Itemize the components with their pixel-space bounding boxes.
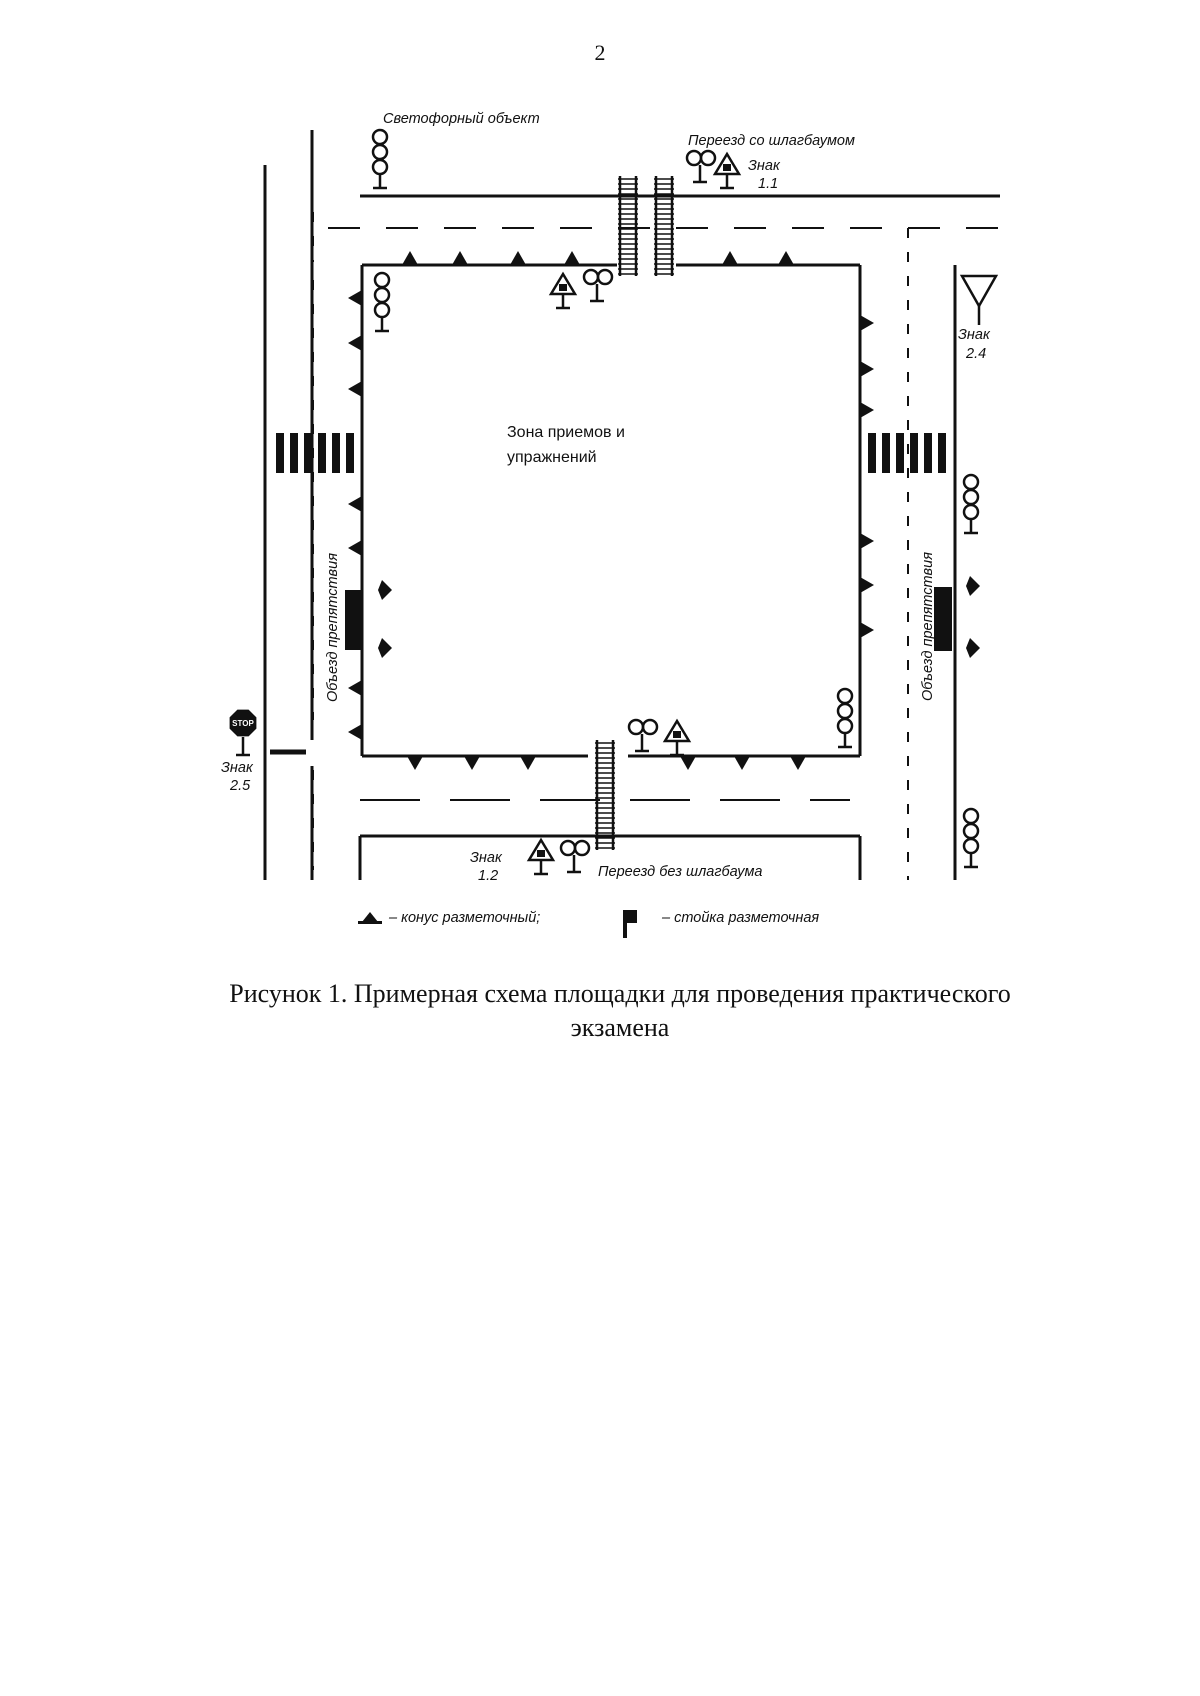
marking-cone: [348, 335, 362, 351]
figure-caption: Рисунок 1. Примерная схема площадки для …: [140, 977, 1100, 1045]
marking-cone: [348, 680, 362, 696]
marking-cone: [452, 251, 468, 265]
label-sign-2-4-num: 2.4: [965, 346, 986, 362]
barrier-sign-bottom: [559, 839, 591, 874]
label-sign-2-5-word: Знак: [221, 760, 254, 776]
label-sign-1-1-num: 1.1: [758, 176, 778, 192]
barrier-sign-zone-bottom: [627, 718, 659, 753]
marking-cone: [348, 724, 362, 740]
caption-line-1: Рисунок 1. Примерная схема площадки для …: [229, 979, 1011, 1008]
zebra-stripe: [332, 433, 340, 473]
marking-flag: [966, 576, 980, 596]
legend-post-label: – стойка разметочная: [661, 910, 819, 926]
label-sign-1-2-word: Знак: [470, 850, 503, 866]
marking-cone: [407, 756, 423, 770]
sign-1-2-bottom: [526, 837, 556, 876]
zebra-stripe: [910, 433, 918, 473]
zebra-stripe: [290, 433, 298, 473]
legend: – конус разметочный; – стойка разметочна…: [358, 910, 819, 938]
traffic-light-zone-right: [836, 687, 854, 749]
marking-posts: [345, 576, 980, 658]
label-crossing-with-barrier: Переезд со шлагбаумом: [688, 133, 855, 149]
marking-post: [934, 587, 952, 651]
railway-track-top-2: [654, 176, 674, 276]
marking-flag: [378, 638, 392, 658]
zebra-stripe: [304, 433, 312, 473]
marking-cone: [860, 315, 874, 331]
label-traffic-light-object: Светофорный объект: [383, 111, 540, 127]
marking-cone: [348, 540, 362, 556]
legend-cone-label: – конус разметочный;: [388, 910, 540, 926]
sign-1-1-top: [712, 151, 742, 190]
zebra-stripe: [868, 433, 876, 473]
label-zone-line2: упражнений: [507, 449, 597, 466]
zebra-stripe: [882, 433, 890, 473]
marking-cone: [722, 251, 738, 265]
road-lines: [263, 130, 1000, 880]
zebra-stripe: [938, 433, 946, 473]
marking-cone: [510, 251, 526, 265]
sign-1-2-zone: [662, 718, 692, 757]
sign-1-1-zone: [548, 271, 578, 310]
marking-cone: [860, 577, 874, 593]
label-crossing-without-barrier: Переезд без шлагбаума: [598, 864, 762, 880]
marking-flag: [378, 580, 392, 600]
road-signs: STOP: [229, 149, 999, 876]
label-obstacle-right: Объезд препятствия: [920, 552, 936, 701]
zebra-stripe: [318, 433, 326, 473]
marking-cone: [860, 622, 874, 638]
legend-cone-icon: [362, 912, 378, 922]
marking-cone: [790, 756, 806, 770]
marking-cone: [778, 251, 794, 265]
label-obstacle-left: Объезд препятствия: [325, 553, 341, 702]
traffic-light-zone-left: [373, 271, 391, 333]
page-number: 2: [594, 40, 606, 65]
sign-2-4-yield: [959, 274, 999, 325]
label-sign-2-5-num: 2.5: [229, 778, 251, 794]
marking-cone: [860, 361, 874, 377]
marking-cone: [348, 290, 362, 306]
marking-cone: [860, 533, 874, 549]
marking-cone: [348, 496, 362, 512]
legend-cone-base: [358, 921, 382, 924]
marking-cone: [464, 756, 480, 770]
zebra-stripe: [276, 433, 284, 473]
marking-flag: [966, 638, 980, 658]
label-sign-1-2-num: 1.2: [478, 868, 498, 884]
label-sign-1-1-word: Знак: [748, 158, 781, 174]
caption-line-2: экзамена: [570, 1013, 670, 1042]
marking-cone: [348, 381, 362, 397]
railway-track-bottom: [595, 740, 615, 850]
pedestrian-crossings: [276, 433, 946, 473]
traffic-light-right-upper: [962, 473, 980, 535]
label-zone-line1: Зона приемов и: [507, 424, 625, 441]
zebra-stripe: [346, 433, 354, 473]
traffic-light-top-left: [371, 128, 389, 190]
label-sign-2-4-word: Знак: [958, 327, 991, 343]
zebra-stripe: [924, 433, 932, 473]
barrier-sign-zone: [582, 268, 614, 303]
marking-cone: [520, 756, 536, 770]
marking-cones: [348, 251, 874, 770]
lane-dashes: [312, 212, 1000, 880]
marking-cone: [734, 756, 750, 770]
traffic-light-right-lower: [962, 807, 980, 869]
marking-cone: [402, 251, 418, 265]
marking-post: [345, 590, 363, 650]
railway-crossings: [595, 176, 674, 850]
marking-cone: [680, 756, 696, 770]
exam-site-scheme: STOP Светофорный объект Переезд со шлагб…: [221, 111, 1000, 938]
zebra-stripe: [896, 433, 904, 473]
barrier-sign-top: [685, 149, 717, 184]
sign-2-5-stop: STOP: [229, 709, 257, 757]
marking-cone: [860, 402, 874, 418]
legend-post-pole: [623, 910, 627, 938]
marking-cone: [564, 251, 580, 265]
stop-sign-text: STOP: [232, 719, 254, 728]
railway-track-top-1: [618, 176, 638, 276]
traffic-lights: [371, 128, 980, 869]
